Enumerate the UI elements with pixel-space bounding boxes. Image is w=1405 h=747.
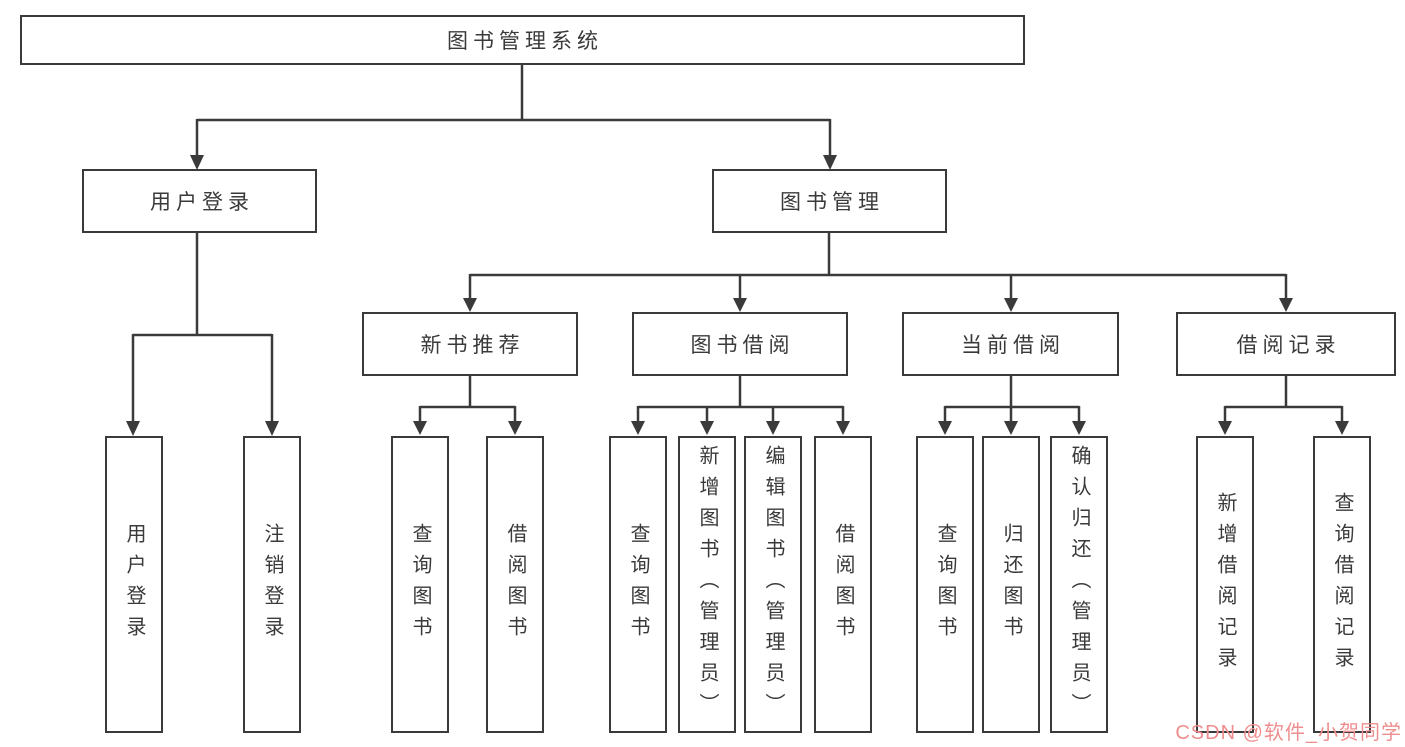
node-book-borrowing: 图书借阅 — [632, 312, 848, 376]
leaf-logout-label: 注销登录 — [261, 522, 283, 647]
leaf-query-books-borrow-label: 查询图书 — [627, 522, 649, 647]
leaf-edit-books-admin-label: 编辑图书（管理员） — [762, 445, 784, 724]
leaf-logout: 注销登录 — [243, 436, 301, 733]
node-borrow-records: 借阅记录 — [1176, 312, 1396, 376]
node-book-management: 图书管理 — [712, 169, 947, 233]
node-new-book-recommend-label: 新书推荐 — [420, 334, 525, 357]
node-library-system: 图书管理系统 — [20, 15, 1025, 65]
leaf-borrow-books-label: 借阅图书 — [832, 522, 854, 647]
leaf-confirm-return-admin: 确认归还（管理员） — [1050, 436, 1108, 733]
node-library-system-label: 图书管理系统 — [447, 30, 603, 53]
leaf-query-books-recommend: 查询图书 — [391, 436, 449, 733]
leaf-borrow-books-recommend: 借阅图书 — [486, 436, 544, 733]
node-book-borrowing-label: 图书借阅 — [690, 334, 795, 357]
node-current-borrowing-label: 当前借阅 — [961, 334, 1065, 357]
leaf-query-borrow-record-label: 查询借阅记录 — [1331, 491, 1353, 678]
leaf-add-books-admin-label: 新增图书（管理员） — [696, 445, 718, 724]
node-new-book-recommend: 新书推荐 — [362, 312, 578, 376]
leaf-borrow-books-recommend-label: 借阅图书 — [504, 522, 526, 647]
csdn-watermark: CSDN @软件_小贺同学 — [1175, 722, 1402, 744]
leaf-add-books-admin: 新增图书（管理员） — [678, 436, 736, 733]
leaf-query-borrow-record: 查询借阅记录 — [1313, 436, 1371, 733]
node-user-login-label: 用户登录 — [150, 191, 254, 214]
leaf-return-books-label: 归还图书 — [1000, 522, 1022, 647]
leaf-add-borrow-record-label: 新增借阅记录 — [1214, 491, 1236, 678]
leaf-user-login: 用户登录 — [105, 436, 163, 733]
node-user-login: 用户登录 — [82, 169, 317, 233]
leaf-query-books-recommend-label: 查询图书 — [409, 522, 431, 647]
leaf-query-books-current-label: 查询图书 — [934, 522, 956, 647]
leaf-query-books-borrow: 查询图书 — [609, 436, 667, 733]
leaf-return-books: 归还图书 — [982, 436, 1040, 733]
leaf-borrow-books: 借阅图书 — [814, 436, 872, 733]
leaf-confirm-return-admin-label: 确认归还（管理员） — [1068, 445, 1090, 724]
leaf-edit-books-admin: 编辑图书（管理员） — [744, 436, 802, 733]
leaf-add-borrow-record: 新增借阅记录 — [1196, 436, 1254, 733]
leaf-query-books-current: 查询图书 — [916, 436, 974, 733]
leaf-user-login-label: 用户登录 — [123, 522, 145, 647]
node-current-borrowing: 当前借阅 — [902, 312, 1119, 376]
node-borrow-records-label: 借阅记录 — [1236, 334, 1341, 357]
node-book-management-label: 图书管理 — [780, 191, 884, 214]
